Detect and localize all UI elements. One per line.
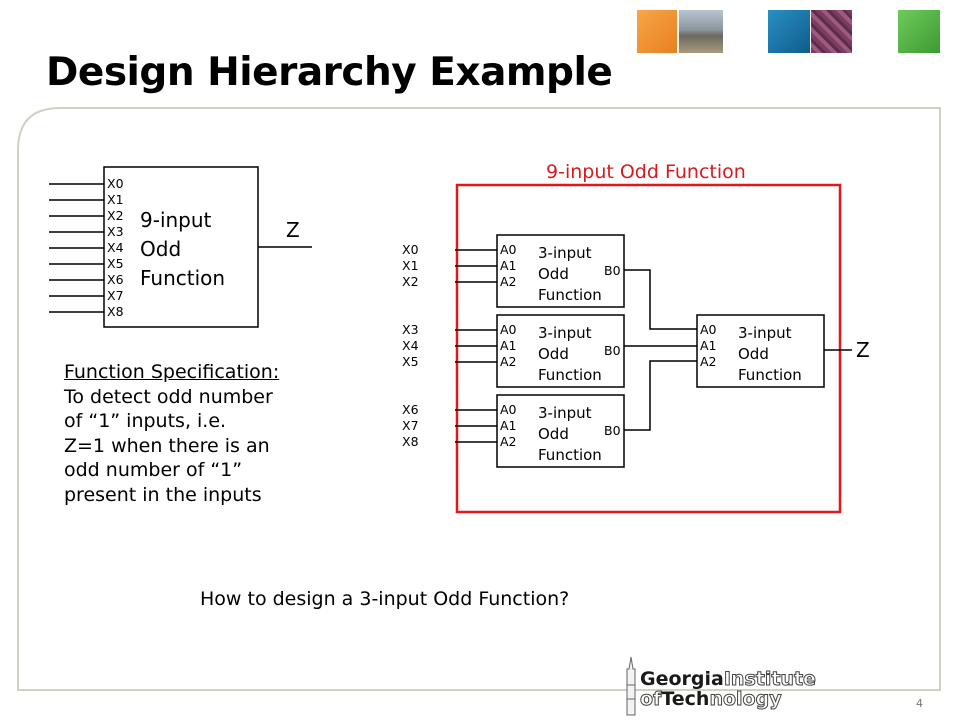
logo-line-1: GeorgiaInstitute [640, 668, 816, 690]
input-label: X2 [107, 208, 124, 223]
left-block [49, 166, 312, 328]
sub-block-1-ports: A0 A1 A2 [500, 242, 517, 289]
input-label: X0 [107, 176, 124, 191]
input-label: X1 [107, 192, 124, 207]
header-photo-4 [811, 10, 852, 53]
input-label: X7 [107, 288, 124, 303]
page-number: 4 [916, 697, 923, 710]
sub-block-1-label: 3-input Odd Function [538, 244, 602, 304]
sub-block-3 [496, 394, 625, 468]
spec-heading: Function Specification: [64, 361, 280, 383]
left-output-label: Z [286, 218, 300, 242]
sub-block-2-label: 3-input Odd Function [538, 324, 602, 384]
sub-block-1 [496, 234, 625, 308]
spec-line: of “1” inputs, i.e. [64, 410, 227, 432]
input-label: X8 [107, 304, 124, 319]
final-output-label: Z [856, 338, 870, 362]
sub-block-2 [496, 314, 625, 388]
final-block-label: 3-input Odd Function [738, 324, 802, 384]
logo-line-2: ofTechnology [639, 688, 782, 710]
sub-block-3-output: B0 [604, 423, 621, 438]
input-label: X4 [107, 240, 124, 255]
red-boundary [455, 183, 842, 514]
function-specification: Function Specification: To detect odd nu… [64, 360, 279, 507]
spec-line: To detect odd number [64, 385, 273, 408]
header-photo-5 [898, 10, 940, 53]
spec-line: present in the inputs [64, 483, 262, 506]
left-block-label: 9-input Odd Function [140, 208, 226, 290]
wires [455, 249, 852, 443]
tower-icon [626, 656, 636, 716]
question-text: How to design a 3-input Odd Function? [200, 588, 570, 610]
header-photo-3 [768, 10, 810, 53]
group-3-signals: X6 X7 X8 [402, 402, 419, 449]
group-2-signals: X3 X4 X5 [402, 322, 419, 369]
header-photo-2 [679, 10, 723, 53]
input-label: X3 [107, 224, 124, 239]
diagram-title: 9-input Odd Function [546, 161, 746, 183]
header-photo-1 [637, 10, 677, 53]
sub-block-3-ports: A0 A1 A2 [500, 402, 517, 449]
georgia-tech-logo: GeorgiaInstitute ofTechnology [618, 655, 818, 717]
input-label: X6 [107, 272, 124, 287]
sub-block-3-label: 3-input Odd Function [538, 404, 602, 464]
content-frame [17, 107, 941, 691]
sub-block-2-output: B0 [604, 343, 621, 358]
spec-line: odd number of “1” [64, 459, 243, 481]
final-block-ports: A0 A1 A2 [700, 322, 717, 369]
sub-block-1-output: B0 [604, 263, 621, 278]
sub-block-2-ports: A0 A1 A2 [500, 322, 517, 369]
slide-title: Design Hierarchy Example [46, 50, 613, 95]
left-block-inputs: X0 X1 X2 X3 X4 X5 X6 X7 X8 [107, 176, 124, 320]
group-1-signals: X0 X1 X2 [402, 242, 419, 289]
final-block [696, 314, 825, 388]
input-label: X5 [107, 256, 124, 271]
spec-line: Z=1 when there is an [64, 434, 270, 457]
